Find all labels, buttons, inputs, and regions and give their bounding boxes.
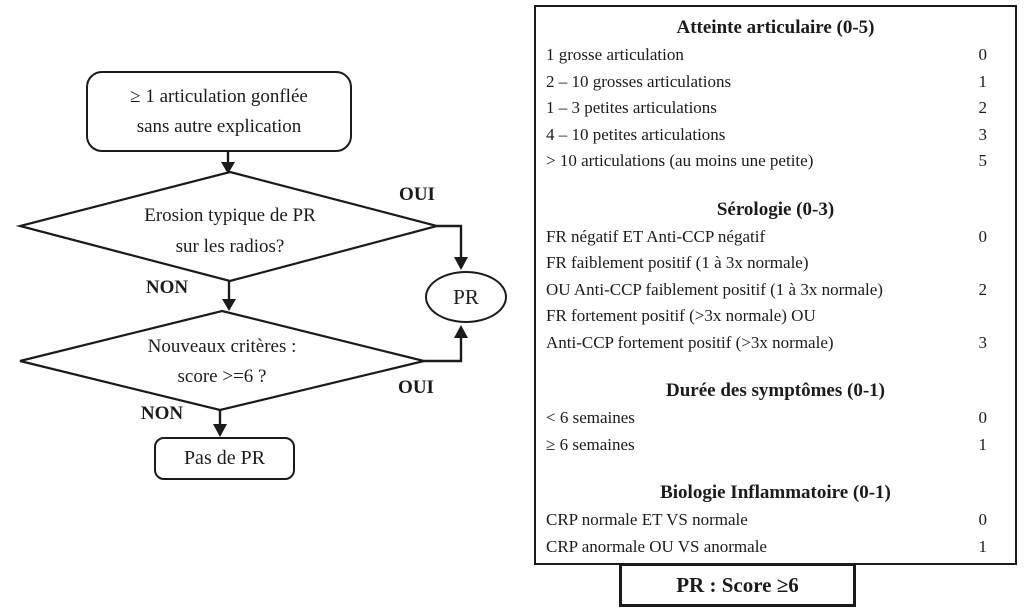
decision2-oui-label: OUI	[398, 377, 434, 398]
decision1-line2: sur les radios?	[175, 236, 285, 257]
score-row: 1 – 3 petites articulations 2	[536, 95, 1015, 122]
criterion-label: FR faiblement positif (1 à 3x normale)	[546, 253, 809, 272]
no-pr-terminal-node: Pas de PR	[154, 437, 295, 480]
score-panel: Atteinte articulaire (0-5) 1 grosse arti…	[534, 5, 1017, 565]
criterion-label: 4 – 10 petites articulations	[546, 124, 726, 144]
criterion-score: 0	[978, 510, 988, 529]
criterion-label: 1 – 3 petites articulations	[546, 98, 717, 117]
criterion-score: 5	[978, 151, 988, 170]
criterion-label: FR négatif ET Anti-CCP négatif	[546, 226, 766, 246]
score-row: 4 – 10 petites articulations 3	[536, 122, 1015, 149]
no-pr-terminal-label: Pas de PR	[183, 447, 266, 469]
criterion-score: 0	[978, 226, 988, 246]
score-row: > 10 articulations (au moins une petite)…	[536, 148, 1015, 175]
arrowhead-oui1-to-pr-icon	[454, 257, 468, 270]
start-node-line1: ≥ 1 articulation gonflée	[130, 85, 308, 107]
score-row: 2 – 10 grosses articulations 1	[536, 69, 1015, 96]
criterion-label: ≥ 6 semaines	[546, 434, 635, 454]
criterion-score: 1	[978, 536, 988, 556]
connector-decision2-oui-to-pr	[424, 337, 463, 363]
decision1-line1: Erosion typique de PR	[144, 205, 316, 226]
arrowhead-start-to-decision1-icon	[221, 162, 235, 174]
section-heading-duree: Durée des symptômes (0-1)	[666, 380, 885, 401]
start-node-line2: sans autre explication	[136, 115, 302, 137]
criterion-label: FR fortement positif (>3x normale) OU	[546, 306, 816, 325]
score-row: < 6 semaines 0	[536, 405, 1015, 432]
pr-terminal-node: PR	[425, 271, 507, 323]
criterion-label: OU Anti-CCP faiblement positif (1 à 3x n…	[546, 279, 883, 299]
criterion-score: 3	[978, 124, 988, 144]
decision1-non-label: NON	[145, 277, 189, 298]
decision2-line1: Nouveaux critères :	[147, 336, 297, 357]
pr-terminal-label: PR	[453, 284, 479, 309]
score-row: 1 grosse articulation 0	[536, 42, 1015, 69]
section-heading-serologie: Sérologie (0-3)	[716, 198, 835, 220]
criterion-label: Anti-CCP fortement positif (>3x normale)	[546, 332, 834, 352]
score-threshold-label: PR : Score ≥6	[676, 572, 799, 597]
arrowhead-oui2-to-pr-icon	[454, 325, 468, 338]
score-row: FR faiblement positif (1 à 3x normale)	[536, 250, 1015, 277]
decision1-oui-label: OUI	[399, 184, 435, 205]
score-row: ≥ 6 semaines 1	[536, 432, 1015, 459]
criterion-score: 2	[978, 98, 988, 117]
criterion-label: 2 – 10 grosses articulations	[546, 71, 732, 91]
criterion-label: < 6 semaines	[546, 408, 635, 427]
score-row: FR fortement positif (>3x normale) OU	[536, 303, 1015, 330]
decision2-non-label: NON	[140, 403, 184, 424]
criterion-score: 2	[978, 279, 988, 299]
decision1-text: Erosion typique de PR sur les radios?	[70, 194, 390, 268]
decision2-text: Nouveaux critères : score >=6 ?	[62, 331, 382, 393]
score-row: CRP anormale OU VS anormale 1	[536, 534, 1015, 561]
flowchart-shapes	[15, 152, 468, 437]
flowchart-start-node: ≥ 1 articulation gonflée sans autre expl…	[86, 71, 352, 152]
criterion-label: CRP anormale OU VS anormale	[546, 536, 767, 556]
score-row: Anti-CCP fortement positif (>3x normale)…	[536, 330, 1015, 357]
section-heading-biologie: Biologie Inflammatoire (0-1)	[660, 482, 891, 503]
score-row: CRP normale ET VS normale 0	[536, 507, 1015, 534]
connector-decision1-oui-to-pr	[437, 224, 463, 259]
criterion-score: 0	[978, 408, 988, 427]
criterion-label: > 10 articulations (au moins une petite)	[546, 151, 814, 170]
section-heading-atteinte: Atteinte articulaire (0-5)	[676, 17, 875, 38]
criterion-score: 3	[978, 332, 988, 352]
criterion-label: 1 grosse articulation	[546, 45, 684, 64]
arrowhead-decision2-to-nopr-icon	[213, 424, 227, 437]
score-row: FR négatif ET Anti-CCP négatif 0	[536, 224, 1015, 251]
score-threshold-box: PR : Score ≥6	[619, 563, 856, 607]
criterion-score: 1	[978, 71, 988, 91]
criterion-score: 1	[978, 434, 988, 454]
criterion-label: CRP normale ET VS normale	[546, 510, 748, 529]
criterion-score: 0	[978, 45, 988, 64]
arrowhead-decision1-to-decision2-icon	[222, 299, 236, 311]
score-row: OU Anti-CCP faiblement positif (1 à 3x n…	[536, 277, 1015, 304]
decision2-line2: score >=6 ?	[177, 366, 267, 387]
